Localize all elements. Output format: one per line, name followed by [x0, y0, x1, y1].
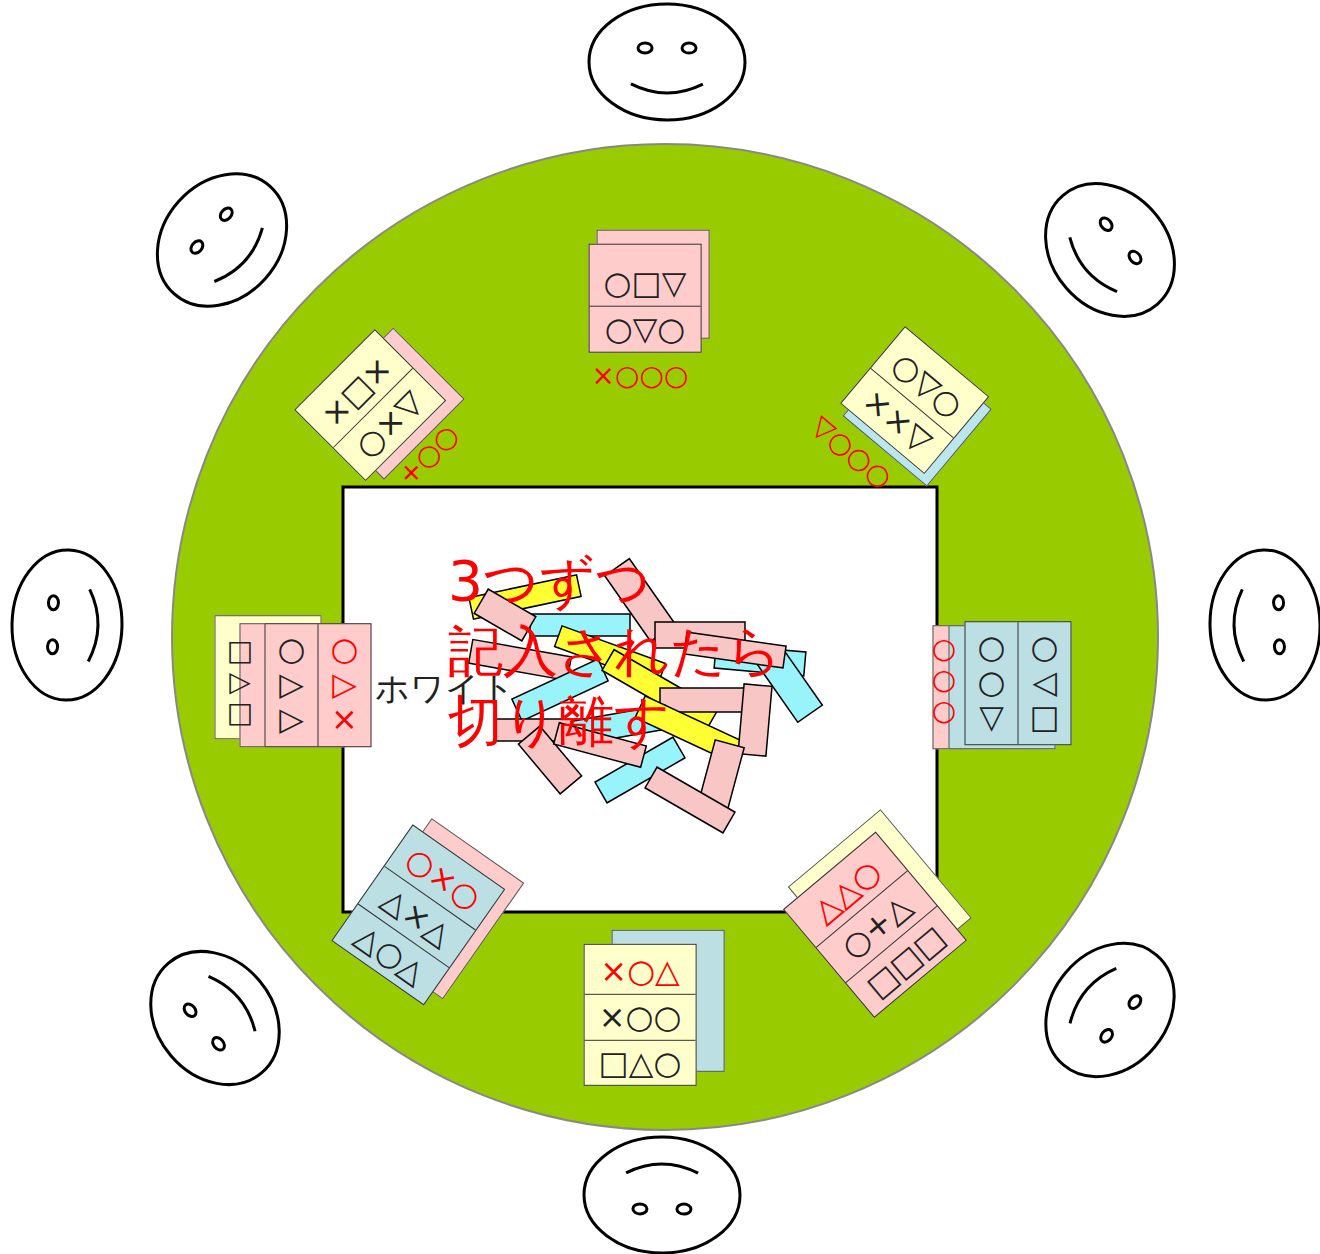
smiley-face: [1209, 549, 1320, 701]
smiley-face: [131, 148, 313, 333]
smiley-face: [124, 926, 306, 1111]
note-face: ○▷▷○▷×: [265, 623, 372, 747]
people: [11, 4, 1320, 1254]
face-eye: [188, 238, 205, 255]
face-eye: [1098, 216, 1115, 233]
face-outline: [1019, 158, 1201, 343]
face-eye: [47, 640, 57, 654]
face-eye: [633, 1204, 647, 1214]
sticky-note: ○○▽○◁□: [965, 621, 1072, 745]
face-mouth: [631, 84, 703, 93]
sticky-note: ○▷▷○▷×: [265, 623, 372, 747]
face-outline: [584, 1137, 741, 1254]
symbol-row: ○◁□: [1018, 622, 1071, 744]
face-eye: [210, 1035, 227, 1052]
face-outline: [589, 4, 745, 121]
face-outline: [1209, 549, 1320, 701]
symbol-row: ○▷×: [318, 624, 371, 746]
face-outline: [131, 148, 313, 333]
smiley-face: [584, 1137, 741, 1254]
symbol-row: ○○▽: [966, 622, 1018, 744]
symbol-row: ○□▽: [590, 245, 701, 306]
face-mouth: [1063, 237, 1117, 297]
instruction-note: 3つずつ 記入されたら 切り離す: [448, 547, 848, 757]
face-mouth: [209, 970, 262, 1031]
paper-strip: [645, 767, 735, 833]
smiley-face: [589, 4, 745, 121]
smiley-face: [1019, 918, 1200, 1103]
face-eye: [1098, 1027, 1115, 1044]
face-eye: [1127, 249, 1144, 266]
face-eye: [1127, 994, 1144, 1011]
face-eye: [682, 43, 696, 53]
face-mouth: [626, 1164, 698, 1173]
symbol-row: ○▷▷: [266, 624, 318, 746]
face-outline: [124, 926, 306, 1111]
face-mouth: [214, 228, 269, 288]
note-face: ×○△×○○□△○: [584, 944, 697, 1086]
face-eye: [677, 1204, 691, 1214]
note-face: ○□▽○▽○: [589, 244, 702, 353]
face-eye: [1273, 596, 1283, 610]
face-eye: [48, 596, 58, 610]
symbol-row: ○▽○: [590, 306, 701, 352]
face-mouth: [1063, 962, 1116, 1023]
face-eye: [1274, 640, 1284, 654]
round-table: [172, 144, 1158, 1130]
face-outline: [11, 549, 124, 701]
symbol-mark: ×○○○: [592, 359, 689, 392]
note-face: ○○▽○◁□: [965, 621, 1072, 745]
face-outline: [1019, 918, 1200, 1103]
paper-strip: [738, 684, 772, 756]
face-eye: [638, 43, 652, 53]
sticky-note: ○□▽○▽○: [589, 244, 702, 353]
smiley-face: [1019, 158, 1201, 343]
face-mouth: [88, 589, 98, 661]
smiley-face: [11, 549, 124, 701]
face-mouth: [1233, 589, 1243, 661]
symbol-row: ×○△: [585, 945, 696, 994]
sticky-note: ×○△×○○□△○: [584, 944, 697, 1086]
symbol-row: ×○○: [585, 994, 696, 1040]
face-eye: [218, 206, 235, 223]
symbol-row: □△○: [585, 1039, 696, 1085]
face-eye: [182, 1002, 199, 1019]
